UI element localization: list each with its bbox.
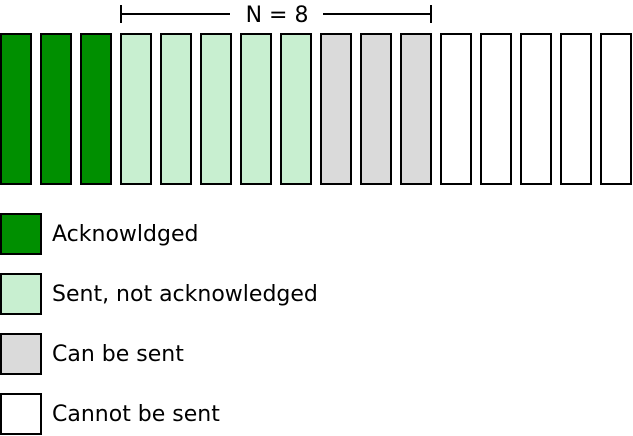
legend-item-sent-not-acknowledged: Sent, not acknowledged <box>0 273 318 315</box>
packet-box-acknowledged <box>0 33 32 185</box>
packet-box-cannot-be-sent <box>440 33 472 185</box>
legend-item-acknowledged: Acknowldged <box>0 213 198 255</box>
packet-box-cannot-be-sent <box>600 33 632 185</box>
packet-row <box>0 33 632 185</box>
legend-item-can-be-sent: Can be sent <box>0 333 184 375</box>
window-size-bracket: N = 8 <box>120 3 432 28</box>
packet-box-can-be-sent <box>320 33 352 185</box>
legend-swatch <box>0 393 42 435</box>
legend-label: Acknowldged <box>52 222 198 247</box>
legend-label: Can be sent <box>52 342 184 367</box>
packet-box-sent-not-acknowledged <box>280 33 312 185</box>
packet-box-cannot-be-sent <box>480 33 512 185</box>
packet-box-sent-not-acknowledged <box>200 33 232 185</box>
packet-box-sent-not-acknowledged <box>160 33 192 185</box>
packet-box-sent-not-acknowledged <box>120 33 152 185</box>
packet-box-cannot-be-sent <box>560 33 592 185</box>
legend-item-cannot-be-sent: Cannot be sent <box>0 393 220 435</box>
packet-box-cannot-be-sent <box>520 33 552 185</box>
packet-box-can-be-sent <box>360 33 392 185</box>
legend-swatch <box>0 213 42 255</box>
legend-swatch <box>0 333 42 375</box>
legend-swatch <box>0 273 42 315</box>
legend-label: Sent, not acknowledged <box>52 282 318 307</box>
packet-box-acknowledged <box>40 33 72 185</box>
packet-box-sent-not-acknowledged <box>240 33 272 185</box>
packet-box-can-be-sent <box>400 33 432 185</box>
window-size-label: N = 8 <box>246 3 309 28</box>
packet-box-acknowledged <box>80 33 112 185</box>
legend-label: Cannot be sent <box>52 402 220 427</box>
